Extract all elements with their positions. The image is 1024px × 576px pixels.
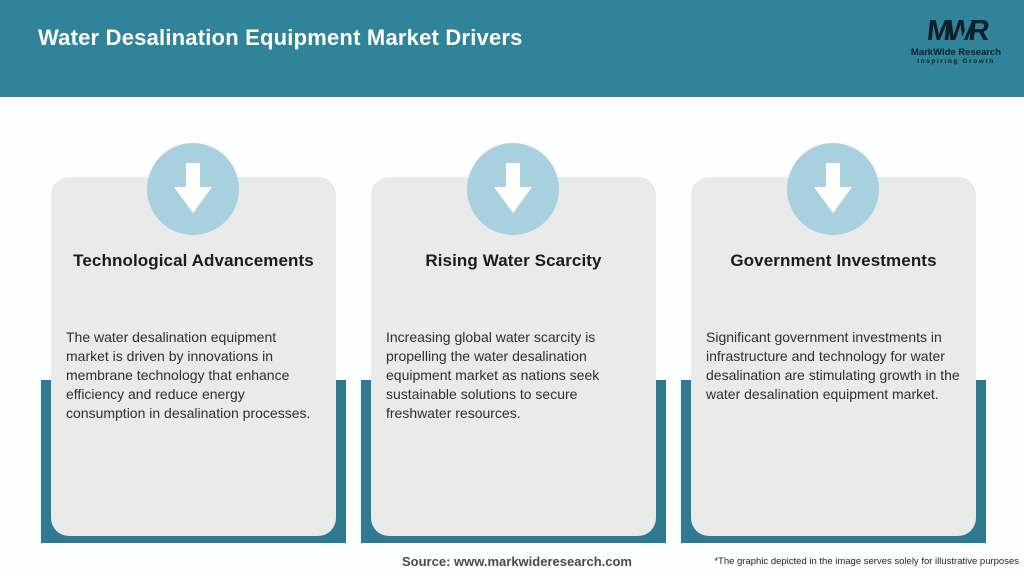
header-bar: Water Desalination Equipment Market Driv…: [0, 0, 1024, 97]
source-attribution: Source: www.markwideresearch.com: [401, 554, 633, 569]
driver-card-rising-water-scarcity: Rising Water Scarcity Increasing global …: [371, 177, 656, 536]
down-arrow-icon: [787, 143, 879, 235]
disclaimer-note: *The graphic depicted in the image serve…: [714, 556, 1019, 567]
card-title: Technological Advancements: [73, 251, 314, 270]
page-title: Water Desalination Equipment Market Driv…: [38, 25, 523, 50]
down-arrow-icon: [147, 143, 239, 235]
driver-card-technological-advancements: Technological Advancements The water des…: [51, 177, 336, 536]
logo-name: MarkWide Research: [910, 47, 1002, 58]
markwide-research-logo: MWR MarkWide Research Inspiring Growth: [906, 15, 1006, 67]
card-description: Significant government investments in in…: [706, 329, 960, 402]
logo-monogram-text: MWR: [925, 15, 987, 47]
driver-card-government-investments: Government Investments Significant gover…: [691, 177, 976, 536]
card-title: Rising Water Scarcity: [425, 251, 602, 270]
card-description: The water desalination equipment market …: [66, 329, 311, 421]
down-arrow-icon: [467, 143, 559, 235]
card-title: Government Investments: [730, 251, 937, 270]
logo-monogram: MWR: [925, 15, 987, 47]
logo-tagline: Inspiring Growth: [917, 58, 995, 66]
card-description: Increasing global water scarcity is prop…: [386, 329, 600, 421]
